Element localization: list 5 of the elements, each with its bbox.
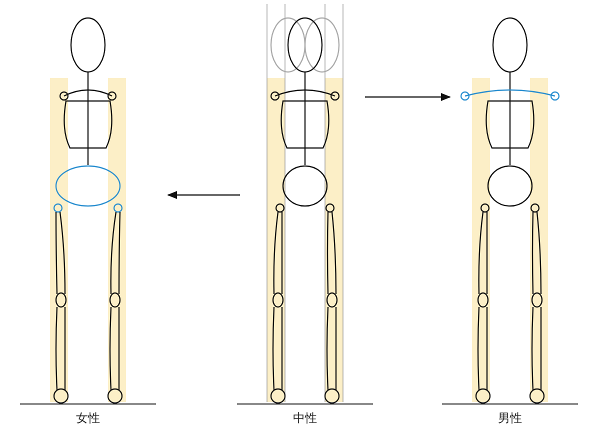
arrow [167, 191, 240, 199]
figure-label: 女性 [75, 410, 101, 427]
figure-label: 中性 [292, 410, 318, 427]
arrow [365, 93, 451, 101]
figure-label: 男性 [497, 410, 523, 427]
